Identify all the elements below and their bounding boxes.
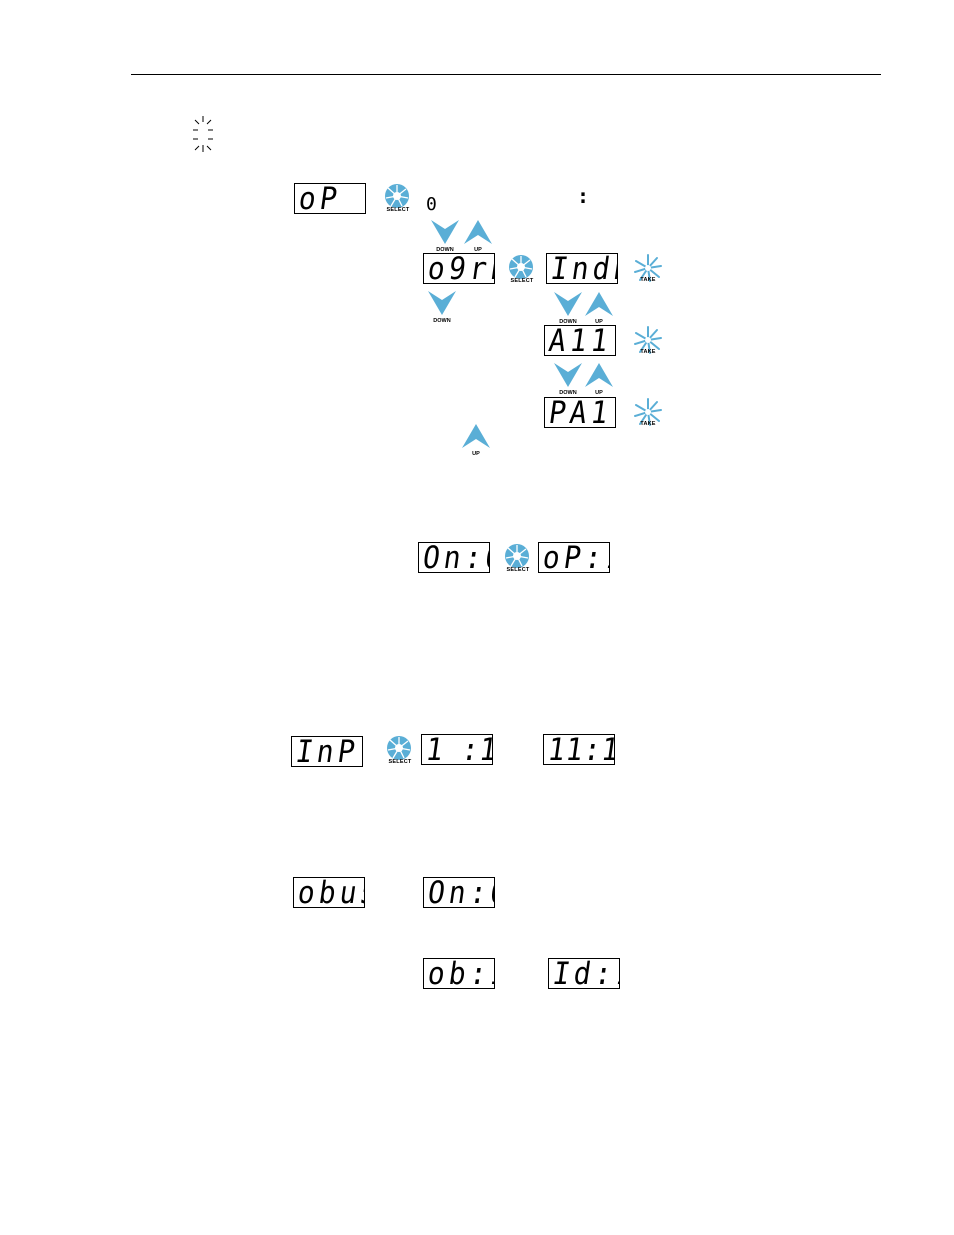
display-op: oP: [294, 183, 366, 214]
up-label: UP: [474, 247, 482, 253]
display-inp: InP: [291, 736, 363, 767]
up-button[interactable]: UP: [463, 218, 493, 258]
up-arrow-icon: [585, 292, 613, 316]
stray-zero: 0: [426, 194, 437, 215]
select-label: SELECT: [510, 278, 534, 284]
blink-indicator-icon: [192, 114, 214, 154]
up-label: UP: [472, 451, 480, 457]
display-ogrp: o9rP: [423, 253, 495, 284]
down-button[interactable]: DOWN: [553, 290, 583, 330]
header-rule: [131, 74, 881, 75]
take-label: TAKE: [640, 421, 656, 427]
down-label: DOWN: [559, 319, 577, 325]
take-label: TAKE: [640, 349, 656, 355]
shutter-icon: [384, 183, 410, 209]
starburst-icon: [633, 397, 663, 427]
take-label: TAKE: [640, 277, 656, 283]
down-button[interactable]: DOWN: [430, 218, 460, 258]
down-label: DOWN: [559, 390, 577, 396]
starburst-icon: [633, 325, 663, 355]
select-button[interactable]: SELECT: [501, 543, 535, 577]
up-label: UP: [595, 319, 603, 325]
display-pair: PA1r: [544, 397, 616, 428]
shutter-icon: [504, 543, 530, 569]
display-all: A11: [544, 325, 616, 356]
up-button[interactable]: UP: [461, 422, 491, 462]
down-button[interactable]: DOWN: [553, 361, 583, 401]
up-label: UP: [595, 390, 603, 396]
shutter-icon: [508, 254, 534, 280]
display-onof-2: On:OF: [423, 877, 495, 908]
down-arrow-icon: [428, 291, 456, 315]
down-label: DOWN: [436, 247, 454, 253]
stray-colon: :: [577, 184, 590, 208]
select-label: SELECT: [506, 567, 530, 573]
take-button[interactable]: TAKE: [631, 253, 665, 287]
shutter-icon: [386, 735, 412, 761]
display-indp: IndP: [546, 253, 618, 284]
starburst-icon: [633, 253, 663, 283]
up-arrow-icon: [462, 424, 490, 448]
select-button[interactable]: SELECT: [381, 183, 415, 217]
take-button[interactable]: TAKE: [631, 397, 665, 431]
select-label: SELECT: [386, 207, 410, 213]
down-arrow-icon: [431, 220, 459, 244]
down-arrow-icon: [554, 292, 582, 316]
up-button[interactable]: UP: [584, 361, 614, 401]
display-op1: oP:1: [538, 542, 610, 573]
display-id1: Id:1: [548, 958, 620, 989]
take-button[interactable]: TAKE: [631, 325, 665, 359]
up-button[interactable]: UP: [584, 290, 614, 330]
down-arrow-icon: [554, 363, 582, 387]
select-button[interactable]: SELECT: [505, 254, 539, 288]
down-label: DOWN: [433, 318, 451, 324]
display-obid: ob:Id: [423, 958, 495, 989]
display-obus: obu5: [293, 877, 365, 908]
select-button[interactable]: SELECT: [383, 735, 417, 769]
up-arrow-icon: [464, 220, 492, 244]
display-onof-1: On:OF: [418, 542, 490, 573]
display-i11c: 1 :1,C: [421, 734, 493, 765]
down-button[interactable]: DOWN: [427, 289, 457, 329]
select-label: SELECT: [388, 759, 412, 765]
up-arrow-icon: [585, 363, 613, 387]
display-i111: 11:1,1: [543, 734, 615, 765]
